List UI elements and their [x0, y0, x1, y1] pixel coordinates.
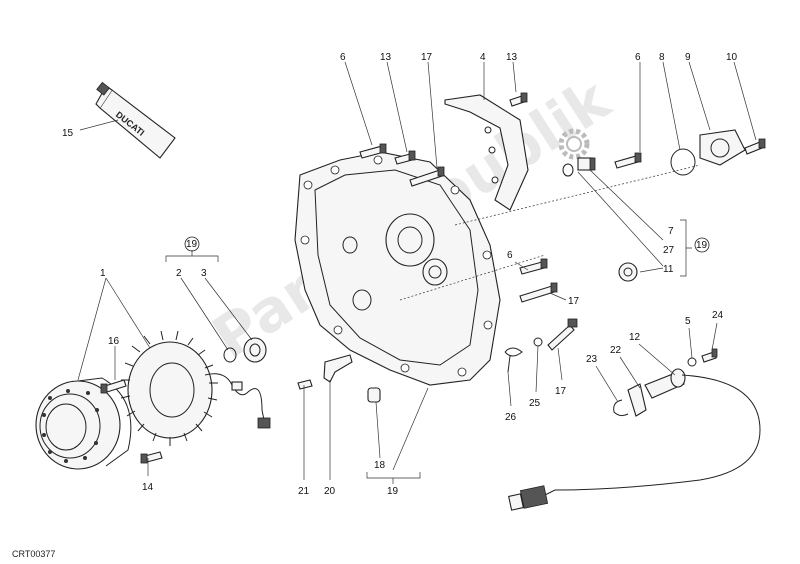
grease-tube: DUCATI — [95, 81, 176, 159]
label-2: 2 — [176, 268, 182, 279]
label-8: 8 — [659, 52, 665, 63]
label-25: 25 — [529, 398, 541, 409]
label-11: 11 — [663, 264, 674, 275]
label-12: 12 — [629, 332, 641, 343]
label-9: 9 — [685, 52, 691, 63]
label-6a: 6 — [340, 52, 346, 63]
label-26: 26 — [505, 412, 517, 423]
clamp-20 — [323, 354, 353, 383]
bolt-10 — [744, 138, 766, 155]
cable-clip-26 — [504, 347, 523, 373]
label-17b: 17 — [568, 296, 580, 307]
leader-lines — [77, 61, 757, 480]
label-6b: 6 — [635, 52, 641, 63]
label-1: 1 — [100, 268, 106, 279]
cover-bolts — [359, 92, 642, 351]
generator-cover — [294, 151, 501, 386]
dowel-18 — [367, 387, 381, 403]
part-labels: 6 13 17 4 13 6 8 9 10 15 1 19 2 3 16 14 … — [62, 52, 738, 497]
bolt-16 — [100, 379, 127, 394]
pickup-sensor-12 — [508, 368, 761, 511]
bolt-14 — [140, 451, 163, 464]
label-23: 23 — [586, 354, 598, 365]
label-19b: 19 — [696, 240, 708, 251]
label-27: 27 — [663, 245, 675, 256]
washer-27 — [562, 163, 574, 177]
label-13b: 13 — [506, 52, 518, 63]
label-19c: 19 — [387, 486, 399, 497]
label-6c: 6 — [507, 250, 513, 261]
label-18: 18 — [374, 460, 386, 471]
bolt-17c — [547, 318, 578, 351]
cable-bracket-4 — [444, 94, 529, 211]
label-21: 21 — [298, 486, 310, 497]
bolt-6c — [519, 258, 548, 275]
washer-5 — [687, 357, 697, 367]
circlip-2 — [223, 347, 237, 363]
label-16: 16 — [108, 336, 120, 347]
group-brackets — [165, 219, 692, 484]
bracket-22 — [627, 383, 647, 417]
label-4: 4 — [480, 52, 486, 63]
o-ring-8 — [670, 148, 696, 176]
flywheel-rotor — [35, 377, 132, 470]
bolt-17b — [519, 282, 558, 303]
label-17a: 17 — [421, 52, 433, 63]
stator — [120, 330, 271, 446]
label-15: 15 — [62, 128, 74, 139]
label-17c: 17 — [555, 386, 567, 397]
bolt-6b — [614, 152, 642, 169]
bolt-17a — [409, 166, 445, 187]
label-22: 22 — [610, 345, 622, 356]
label-13a: 13 — [380, 52, 392, 63]
label-3: 3 — [201, 268, 207, 279]
clip-23 — [613, 399, 629, 417]
bushing-11 — [618, 262, 638, 282]
label-10: 10 — [726, 52, 738, 63]
label-7: 7 — [668, 226, 674, 237]
drawing-code: CRT00377 — [12, 549, 55, 559]
bolt-13b — [509, 92, 528, 107]
gear-logo-icon — [558, 128, 590, 160]
label-24: 24 — [712, 310, 724, 321]
bolt-6a — [359, 143, 387, 159]
screw-21 — [297, 379, 313, 390]
plug-7 — [577, 157, 596, 171]
flange-9 — [699, 129, 746, 166]
label-20: 20 — [324, 486, 336, 497]
bolt-24 — [701, 348, 718, 363]
bolt-13a — [394, 150, 416, 165]
label-14: 14 — [142, 482, 154, 493]
label-19a: 19 — [186, 239, 198, 250]
label-5: 5 — [685, 316, 691, 327]
bearing-3 — [243, 337, 267, 363]
washer-25 — [533, 337, 543, 347]
